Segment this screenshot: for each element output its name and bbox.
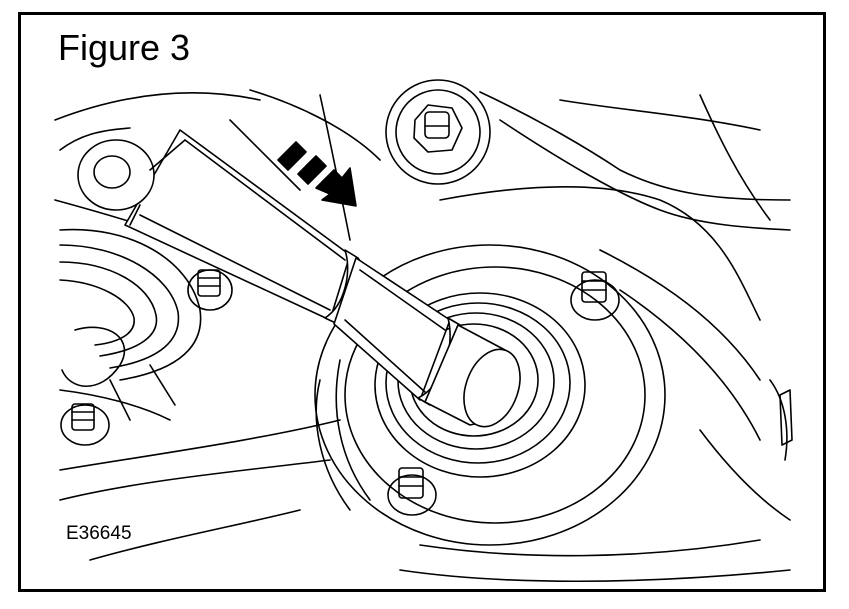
figure-title: Figure 3 [58,27,191,68]
right-bolt-upper [570,271,620,321]
figure-code: E36645 [66,523,132,544]
tool-handle-eye [77,139,186,226]
top-bolt [385,79,491,185]
right-bolt-lower [387,467,437,516]
left-hub [59,228,202,421]
direction-arrow-icon [277,141,357,207]
right-edge-detail [769,379,793,461]
left-bolt-lower [60,403,110,446]
seal-housing [314,244,666,546]
left-bolt-upper [187,269,233,311]
bracket-arms [399,91,791,583]
seal-installer-tool[interactable] [124,129,530,434]
housing-outline [54,89,381,561]
